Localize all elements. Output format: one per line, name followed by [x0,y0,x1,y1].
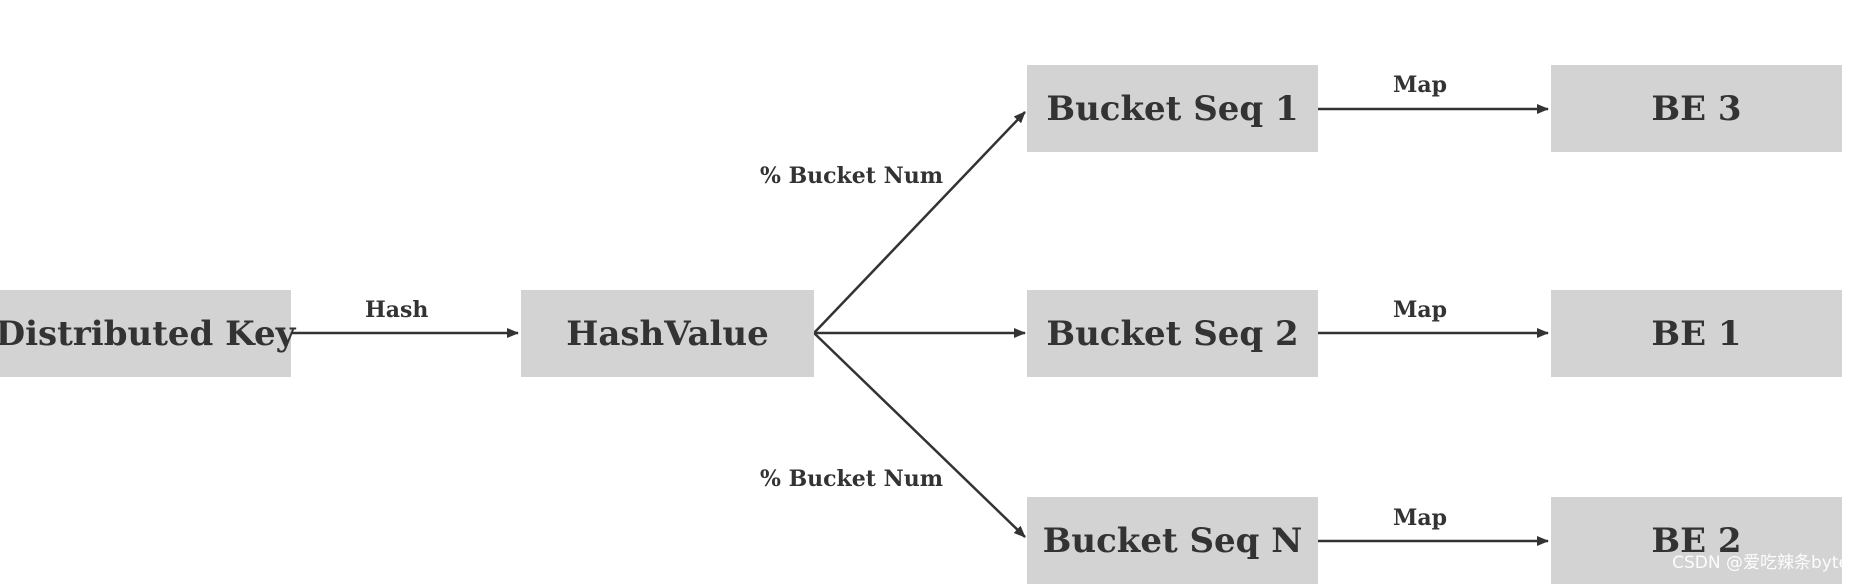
edge-label-bucket-num-top: % Bucket Num [760,163,943,189]
edge-label-map-1: Map [1393,72,1447,98]
edge-to-bucket-1 [813,111,1026,334]
node-hash-value: HashValue [521,290,814,377]
node-distributed-key: Distributed Key [0,290,295,377]
edge-label-bucket-num-bottom: % Bucket Num [760,466,943,492]
node-be-1: BE 1 [1551,290,1842,377]
node-bucket-seq-2: Bucket Seq 2 [1027,290,1318,377]
edge-label-hash: Hash [365,297,429,323]
node-bucket-seq-n: Bucket Seq N [1027,497,1318,584]
edge-to-bucket-n [813,332,1026,538]
node-be-2: BE 2 [1551,497,1842,584]
edge-label-map-2: Map [1393,297,1447,323]
edge-label-map-3: Map [1393,505,1447,531]
node-be-3: BE 3 [1551,65,1842,152]
watermark: CSDN @爱吃辣条byte [1672,553,1849,573]
node-bucket-seq-1: Bucket Seq 1 [1027,65,1318,152]
